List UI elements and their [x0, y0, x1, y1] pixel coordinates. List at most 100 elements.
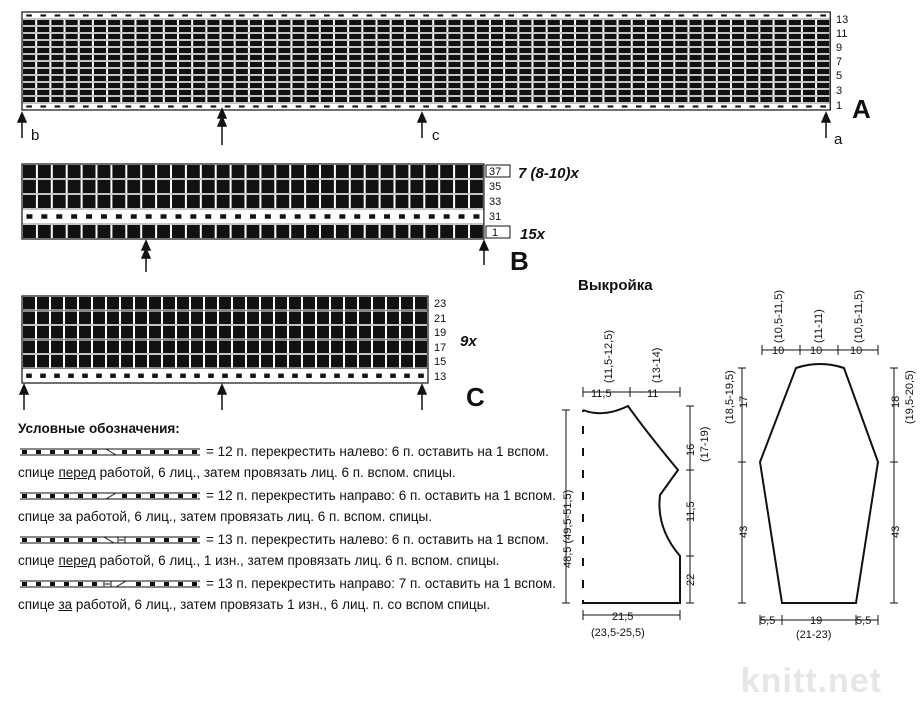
stitch-knit: [93, 76, 107, 81]
stitch-knit: [377, 76, 390, 81]
stitch-knit: [331, 297, 343, 310]
stitch-knit: [246, 165, 260, 178]
stitch-knit: [65, 27, 78, 32]
stitch-knit: [93, 326, 105, 339]
stitch-knit: [490, 90, 504, 95]
stitch-knit: [533, 34, 546, 39]
stitch-knit: [249, 69, 263, 74]
stitch-knit: [278, 20, 291, 25]
stitch-knit: [675, 69, 688, 74]
stitch-knit: [774, 48, 787, 53]
stitch-knit: [802, 69, 816, 74]
stitch-knit: [490, 41, 504, 46]
stitch-knit: [401, 355, 413, 368]
chart-c-row-label: 23: [434, 298, 446, 310]
stitch-knit: [380, 225, 394, 238]
stitch-knit: [235, 34, 248, 39]
stitch-knit: [774, 76, 787, 81]
stitch-knit: [172, 180, 185, 193]
stitch-knit: [561, 69, 575, 74]
stitch-knit: [108, 48, 121, 53]
stitch-knit: [547, 27, 560, 32]
front-top-right: 11: [647, 388, 658, 400]
stitch-knit: [93, 311, 105, 324]
stitch-knit: [335, 225, 349, 238]
stitch-knit: [306, 76, 319, 81]
stitch-knit: [533, 76, 546, 81]
stitch-knit: [345, 297, 357, 310]
stitch-knit: [249, 62, 263, 67]
stitch-knit: [278, 83, 291, 88]
stitch-knit: [774, 27, 787, 32]
chart-c-letter: C: [466, 382, 485, 412]
stitch-dot: [281, 14, 288, 17]
stitch-knit: [363, 83, 376, 88]
stitch-knit: [746, 48, 759, 53]
stitch-knit: [774, 55, 787, 60]
stitch-knit: [675, 55, 688, 60]
stitch-knit: [303, 326, 315, 339]
stitch-knit: [434, 41, 447, 46]
stitch-knit: [547, 48, 560, 53]
stitch-knit: [334, 48, 348, 53]
chart-a-row-label: 3: [836, 85, 842, 97]
stitch-dot: [160, 214, 167, 219]
stitch-knit: [675, 48, 688, 53]
stitch-knit: [434, 90, 447, 95]
stitch-knit: [675, 90, 688, 95]
stitch-knit: [127, 225, 141, 238]
stitch-knit: [216, 180, 230, 193]
stitch-knit: [136, 55, 149, 60]
chart-c-row-label: 21: [434, 313, 446, 325]
stitch-knit: [136, 27, 149, 32]
stitch-knit: [136, 90, 149, 95]
stitch-knit: [23, 27, 36, 32]
stitch-knit: [746, 76, 759, 81]
stitch-knit: [448, 41, 461, 46]
stitch-knit: [774, 97, 787, 102]
stitch-knit: [410, 225, 424, 238]
stitch-knit: [334, 41, 348, 46]
stitch-knit: [380, 165, 394, 178]
stitch-knit: [604, 41, 617, 46]
stitch-knit: [405, 97, 419, 102]
stitch-knit: [462, 76, 475, 81]
stitch-knit: [249, 27, 263, 32]
stitch-knit: [122, 83, 135, 88]
stitch-knit: [377, 48, 390, 53]
stitch-knit: [233, 297, 245, 310]
stitch-knit: [249, 55, 263, 60]
front-right-2: 11,5: [685, 501, 697, 522]
legend-item: = 13 п. перекрестить направо: 7 п. остав…: [18, 576, 556, 612]
stitch-knit: [276, 165, 290, 178]
stitch-knit: [261, 340, 273, 353]
stitch-dot: [68, 373, 74, 378]
stitch-knit: [420, 41, 433, 46]
stitch-knit: [774, 62, 787, 67]
stitch-knit: [817, 83, 830, 88]
stitch-dot: [362, 373, 368, 378]
stitch-knit: [107, 297, 119, 310]
stitch-knit: [391, 69, 404, 74]
stitch-knit: [93, 27, 107, 32]
stitch-knit: [576, 55, 589, 60]
stitch-knit: [303, 340, 315, 353]
stitch-knit: [519, 76, 532, 81]
stitch-knit: [717, 27, 730, 32]
stitch-knit: [306, 165, 319, 178]
stitch-knit: [172, 195, 185, 208]
stitch-knit: [289, 311, 301, 324]
stitch-knit: [476, 62, 489, 67]
stitch-knit: [646, 62, 660, 67]
stitch-knit: [82, 165, 96, 178]
stitch-knit: [788, 69, 801, 74]
stitch-knit: [470, 180, 483, 193]
stitch-knit: [505, 83, 518, 88]
stitch-knit: [321, 225, 334, 238]
stitch-dot: [281, 105, 288, 108]
stitch-knit: [703, 20, 716, 25]
stitch-dot: [267, 105, 273, 108]
stitch-knit: [107, 311, 119, 324]
stitch-knit: [533, 83, 546, 88]
stitch-knit: [93, 41, 107, 46]
